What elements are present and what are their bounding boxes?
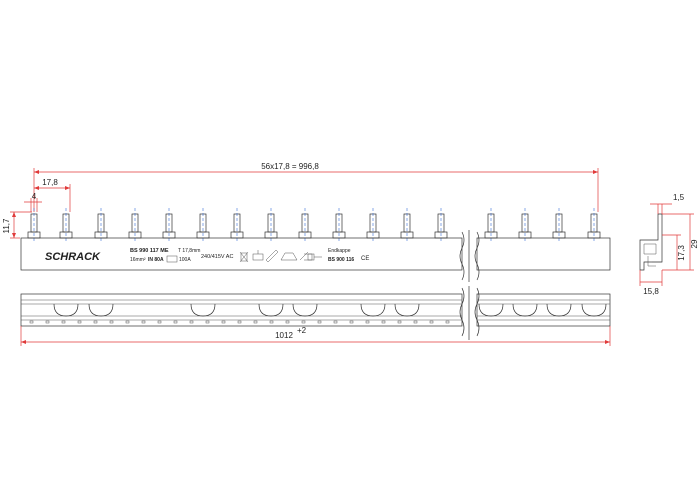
pin — [94, 208, 108, 242]
overall-length-tol: +2 — [297, 326, 307, 335]
pin — [484, 208, 498, 242]
pitch-note: T 17,8mm — [178, 248, 200, 254]
tab-bump — [394, 303, 420, 317]
tab-bump — [88, 303, 114, 317]
tab-bump — [292, 303, 318, 317]
side-inner-text: 17,3 — [677, 245, 686, 261]
vent-hole — [29, 320, 34, 324]
vent-hole — [157, 320, 162, 324]
vent-hole — [285, 320, 290, 324]
vent-hole — [269, 320, 274, 324]
vent-hole — [221, 320, 226, 324]
pin — [518, 208, 532, 242]
vent-hole — [317, 320, 322, 324]
pin — [587, 208, 601, 242]
side-width-text: 15,8 — [643, 287, 659, 296]
pitch-text: 17,8 — [42, 178, 58, 187]
pin — [230, 208, 244, 242]
tab-bump — [258, 303, 284, 317]
screwdriver-icon — [265, 249, 279, 263]
pin-width-text: 4 — [32, 192, 37, 201]
vent-hole — [173, 320, 178, 324]
tab-bump — [546, 303, 572, 317]
tab-bump — [581, 303, 607, 317]
pin — [332, 208, 346, 242]
vent-hole — [93, 320, 98, 324]
vent-hole — [365, 320, 370, 324]
fork-icon — [280, 252, 298, 261]
tab-row — [29, 303, 607, 324]
tab-bump — [190, 303, 216, 317]
pin — [298, 208, 312, 242]
pin-height-dimension: 11,7 — [2, 211, 32, 239]
ce-mark: CE — [361, 256, 369, 262]
vent-hole — [429, 320, 434, 324]
pin — [59, 208, 73, 242]
tab-bump — [360, 303, 386, 317]
vent-hole — [237, 320, 242, 324]
fuse-icon — [166, 255, 178, 263]
plug-icon — [307, 253, 322, 261]
rating-extra: 100A — [179, 257, 191, 263]
endcap-title: Endkappe — [328, 248, 351, 254]
side-view: 1,5 29 17,3 15,8 — [639, 193, 699, 296]
bar-label: SCHRACK BS 990 117 ME T 17,8mm 16mm² IN … — [45, 248, 369, 263]
vent-hole — [77, 320, 82, 324]
vent-hole — [413, 320, 418, 324]
pin — [400, 208, 414, 242]
crossed-bin-icon — [239, 251, 249, 263]
vent-hole — [301, 320, 306, 324]
pin-width-dimension: 4 — [24, 192, 42, 212]
overall-length-text: 1012 — [275, 331, 293, 340]
terminal-icon — [252, 250, 264, 261]
bottom-view — [20, 286, 611, 340]
vent-hole — [125, 320, 130, 324]
voltage: 240/415V AC — [201, 254, 233, 260]
pin-row — [27, 208, 601, 242]
vent-hole — [189, 320, 194, 324]
tab-bump — [512, 303, 538, 317]
vent-hole — [381, 320, 386, 324]
part-line: BS 990 117 ME — [130, 248, 169, 254]
rating-in: IN 80A — [148, 257, 164, 263]
side-height-text: 29 — [690, 239, 699, 248]
vent-hole — [253, 320, 258, 324]
busbar-body — [20, 230, 611, 282]
vent-hole — [61, 320, 66, 324]
pin — [264, 208, 278, 242]
tab-bump — [478, 303, 504, 317]
overall-length-dimension: 1012 +2 — [20, 326, 611, 346]
pin-height-text: 11,7 — [2, 218, 11, 234]
vent-hole — [45, 320, 50, 324]
cross-section: 16mm² — [130, 257, 146, 263]
tab-bump — [53, 303, 79, 317]
vent-hole — [109, 320, 114, 324]
vent-hole — [205, 320, 210, 324]
pin — [162, 208, 176, 242]
vent-hole — [397, 320, 402, 324]
pin — [434, 208, 448, 242]
pin — [366, 208, 380, 242]
vent-hole — [445, 320, 450, 324]
pitch-total-text: 56x17,8 = 996,8 — [261, 162, 319, 171]
vent-hole — [349, 320, 354, 324]
pin — [27, 208, 41, 242]
pin — [128, 208, 142, 242]
pin — [196, 208, 210, 242]
brand-logo: SCHRACK — [45, 251, 101, 263]
pitch-dimension: 17,8 — [34, 178, 71, 212]
side-top-text: 1,5 — [673, 193, 685, 202]
vent-hole — [141, 320, 146, 324]
pin — [552, 208, 566, 242]
endcap-part: BS 900 116 — [328, 257, 354, 263]
connector-icon — [299, 251, 313, 261]
vent-hole — [333, 320, 338, 324]
pitch-total-dimension: 56x17,8 = 996,8 — [33, 162, 599, 212]
